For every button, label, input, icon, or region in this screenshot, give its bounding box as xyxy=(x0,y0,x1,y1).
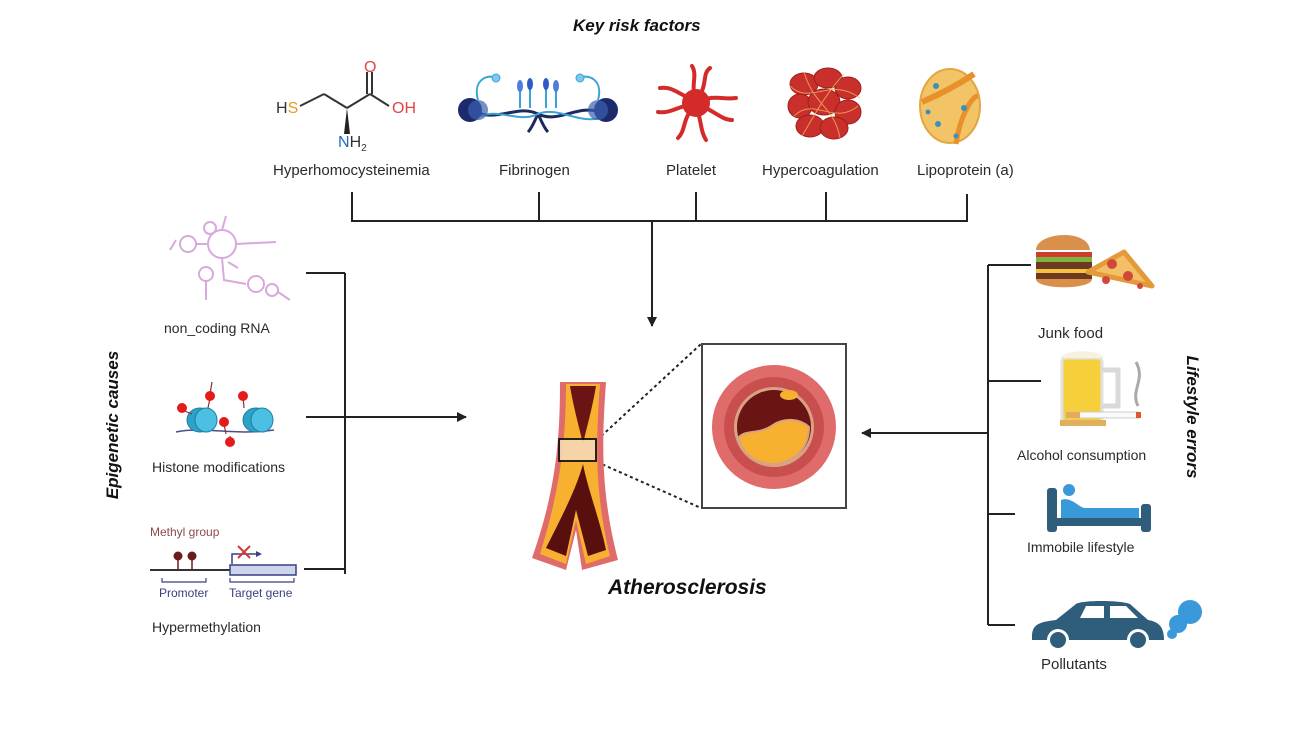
zoom-callout-lines xyxy=(596,343,702,509)
risk-label-fibrinogen: Fibrinogen xyxy=(499,162,570,179)
methylated-dna-icon xyxy=(148,540,308,580)
target-gene-label: Target gene xyxy=(229,586,293,600)
lipoprotein-particle-icon xyxy=(916,66,984,146)
epigenetic-label-non-coding-rna: non_coding RNA xyxy=(164,320,270,336)
hs-label: H xyxy=(276,100,288,117)
lifestyle-label-pollutants: Pollutants xyxy=(1041,656,1107,673)
blood-clot-icon xyxy=(784,66,864,142)
methyl-group-label: Methyl group xyxy=(150,525,220,539)
promoter-label: Promoter xyxy=(159,586,209,600)
lifestyle-errors-title: Lifestyle errors xyxy=(1183,355,1202,479)
epigenetic-label-hypermethylation: Hypermethylation xyxy=(152,619,261,635)
atherosclerosis-title: Atherosclerosis xyxy=(608,576,767,599)
nh2-label: NH2 xyxy=(338,134,367,155)
oxygen-label: O xyxy=(364,59,377,76)
lifestyle-bracket xyxy=(861,264,1041,626)
risk-label-hypercoagulation: Hypercoagulation xyxy=(762,162,879,179)
beer-cigarette-icon xyxy=(1058,350,1158,430)
homocysteine-molecule-icon: HS O OH NH2 xyxy=(276,59,416,155)
person-in-bed-icon xyxy=(1045,482,1155,532)
lifestyle-label-immobile-lifestyle: Immobile lifestyle xyxy=(1027,539,1135,555)
platelet-cell-icon xyxy=(652,64,742,142)
lifestyle-label-junk-food: Junk food xyxy=(1038,325,1104,342)
burger-pizza-icon xyxy=(1032,228,1162,308)
dna-region-brackets xyxy=(160,578,310,584)
nucleosome-icon xyxy=(174,380,284,450)
risk-factor-bracket xyxy=(351,192,968,327)
artery-cross-section-box xyxy=(701,343,847,509)
fibrinogen-protein-icon xyxy=(458,68,618,138)
epigenetic-causes-title: Epigenetic causes xyxy=(103,350,122,500)
risk-label-platelet: Platelet xyxy=(666,162,717,179)
rna-structure-icon xyxy=(166,214,296,304)
epigenetic-label-histone-modifications: Histone modifications xyxy=(152,459,286,475)
risk-label-hyperhomocysteinemia: Hyperhomocysteinemia xyxy=(273,162,430,179)
artery-plaque-icon xyxy=(530,380,620,570)
car-exhaust-icon xyxy=(1030,598,1206,654)
lifestyle-label-alcohol-consumption: Alcohol consumption xyxy=(1017,447,1147,463)
key-risk-factors-title: Key risk factors xyxy=(573,16,701,35)
epigenetic-bracket xyxy=(304,272,467,574)
oh-label: OH xyxy=(392,100,416,117)
risk-label-lipoprotein-a: Lipoprotein (a) xyxy=(917,162,1014,179)
